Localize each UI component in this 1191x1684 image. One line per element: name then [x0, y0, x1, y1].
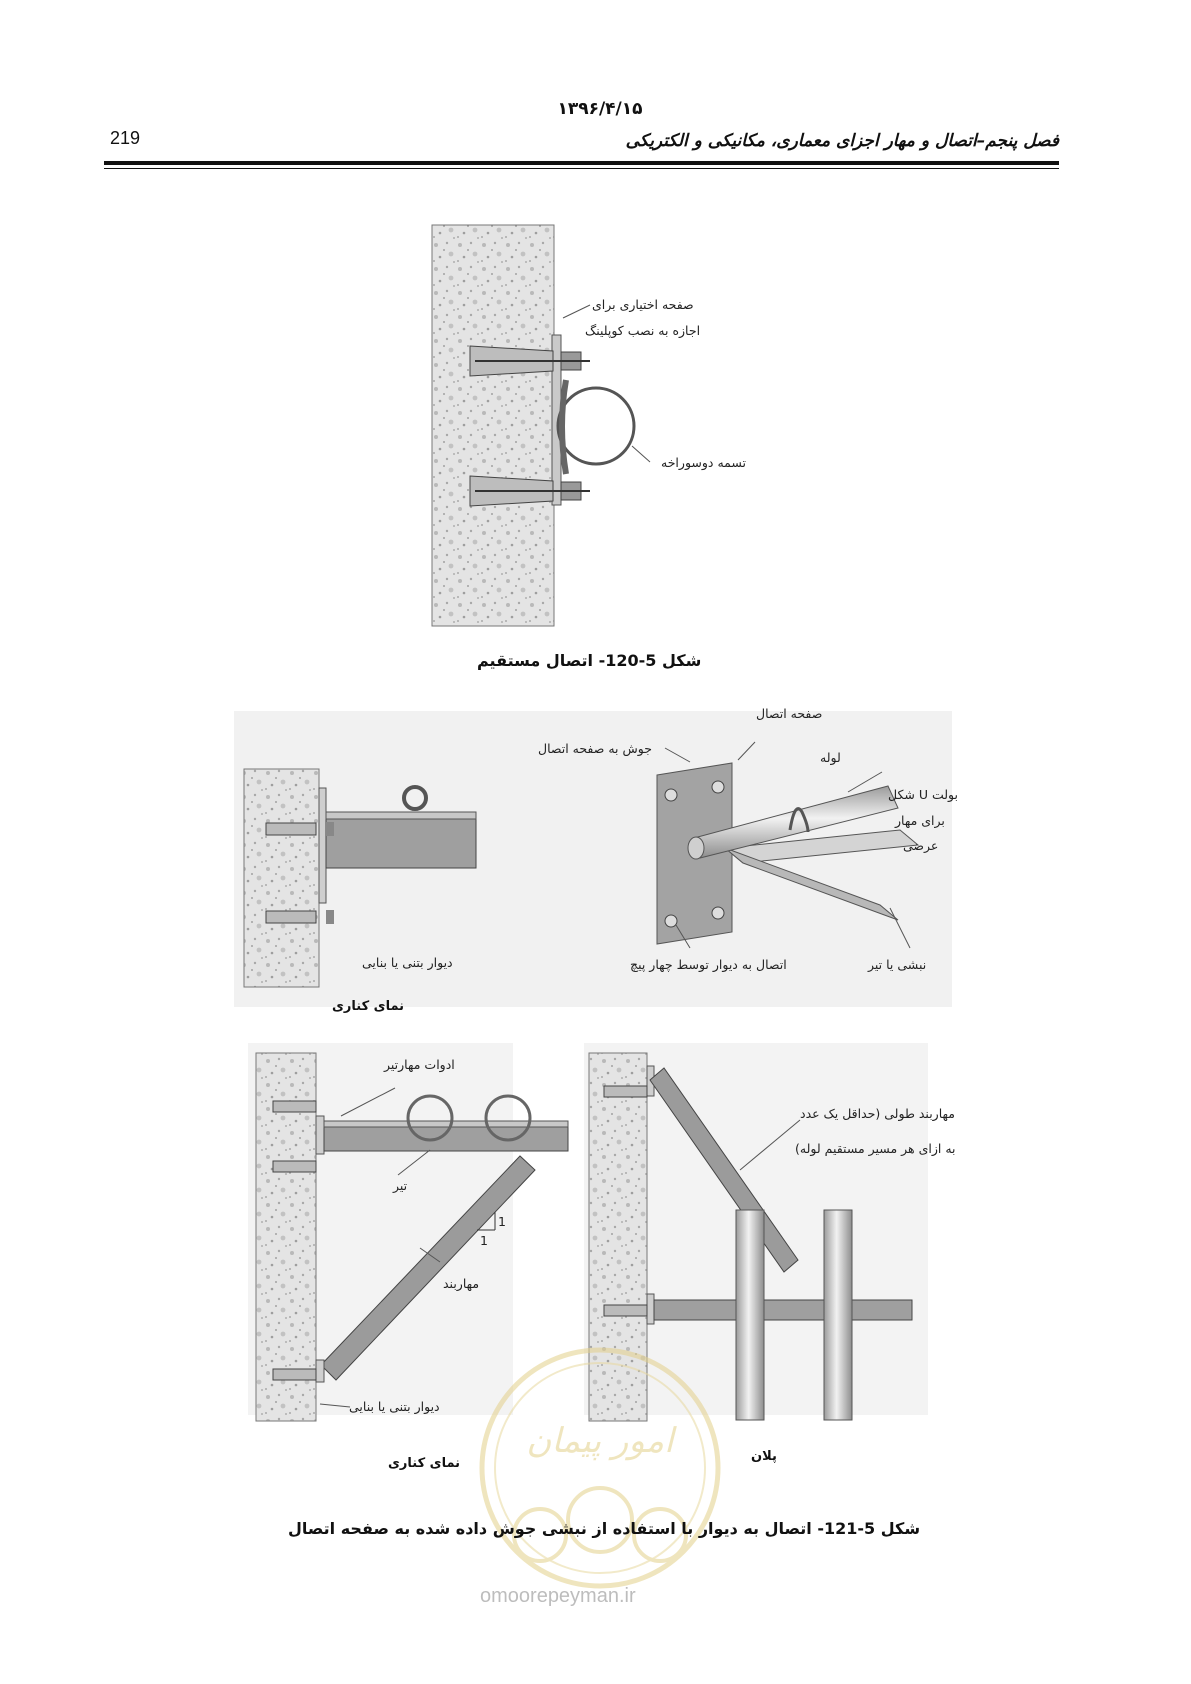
figure-121-side-view-top	[234, 711, 952, 1007]
label-u-bolt-3: عرضی	[903, 838, 939, 853]
anchor-bolt-lower	[469, 475, 590, 507]
beam-side-top	[325, 817, 477, 869]
anchor-bb-3	[272, 1368, 317, 1381]
anchor-bb-1	[272, 1100, 317, 1113]
beam-bottom	[323, 1125, 569, 1152]
label-beam-tools: ادوات مهارتیر	[384, 1057, 455, 1072]
anchor-side-top-2	[265, 910, 334, 924]
label-angle-or-beam: نبشی یا تیر	[868, 957, 927, 972]
label-optional-plate-1: صفحه اختیاری برای	[592, 297, 694, 312]
anchor-bb-2	[272, 1160, 317, 1173]
label-wall-bottom: دیوار بتنی یا بنایی	[349, 1399, 440, 1414]
label-wall-top: دیوار بتنی یا بنایی	[362, 955, 453, 970]
angle-web	[724, 847, 899, 921]
plan-pipe-1	[735, 1209, 765, 1421]
wall-side-top	[243, 768, 320, 988]
anchor-plan-1	[603, 1085, 648, 1098]
document-date: ۱۳۹۶/۴/۱۵	[557, 99, 643, 119]
header-rule-thin	[104, 168, 1059, 169]
label-brace: مهاربند	[443, 1276, 480, 1291]
label-two-hole-strap: تسمه دوسوراخه	[661, 455, 747, 470]
wall-plan	[588, 1052, 648, 1422]
caption-figure-121: شکل 5-121- اتصال به دیوار با استفاده از …	[288, 1519, 921, 1538]
anchor-plan-2	[603, 1304, 648, 1317]
label-side-view-bottom: نمای کناری	[388, 1456, 461, 1471]
publisher-seal-watermark: امور پیمان	[479, 1347, 721, 1589]
two-hole-strap	[559, 379, 569, 475]
label-wall-four-bolts: اتصال به دیوار توسط چهار پیچ	[630, 957, 787, 972]
label-weld: جوش به صفحه اتصال	[538, 741, 652, 756]
svg-text:امور پیمان: امور پیمان	[526, 1421, 677, 1461]
chapter-title: فصل پنجم–اتصال و مهار اجزای معماری، مکان…	[625, 131, 1059, 151]
header-rule-thick	[104, 161, 1059, 165]
concrete-wall-120	[431, 224, 555, 627]
figure-121-plan-view	[584, 1043, 928, 1422]
label-slope-horizontal: 1	[480, 1233, 488, 1248]
label-plan: پلان	[751, 1449, 777, 1464]
label-side-view-top: نمای کناری	[332, 999, 405, 1014]
anchor-side-top-1	[265, 822, 334, 836]
plan-beam	[653, 1299, 913, 1321]
anchor-bolt-upper	[469, 345, 590, 377]
plan-pipe-2	[823, 1209, 853, 1421]
label-u-bolt-1: بولت U شکل	[888, 787, 958, 802]
label-longitudinal-brace-2: به ازای هر مسیر مستقیم لوله)	[795, 1141, 956, 1156]
u-bolt-iso	[788, 807, 810, 833]
page-number: 219	[110, 128, 141, 148]
figure-121-isometric	[656, 741, 920, 949]
website-watermark: omoorepeyman.ir	[480, 1585, 636, 1607]
pipe-ring	[556, 386, 636, 466]
figure-120-direct-connection	[431, 224, 651, 627]
label-pipe: لوله	[820, 750, 841, 765]
label-beam: تیر	[393, 1178, 408, 1193]
label-slope-vertical: 1	[498, 1214, 506, 1229]
label-optional-plate-2: اجازه به نصب کوپلینگ	[585, 323, 701, 338]
label-u-bolt-2: برای مهار	[895, 813, 945, 828]
label-connection-plate: صفحه اتصال	[756, 706, 823, 721]
figure-121-side-view-brace	[248, 1043, 569, 1422]
slope-indicator	[477, 1212, 496, 1231]
caption-figure-120: شکل 5-120- اتصال مستقیم	[477, 651, 702, 670]
label-longitudinal-brace-1: مهاربند طولی (حداقل یک عدد	[800, 1106, 955, 1121]
brace-diagonal	[320, 1155, 536, 1381]
wall-side-bottom	[255, 1052, 317, 1422]
